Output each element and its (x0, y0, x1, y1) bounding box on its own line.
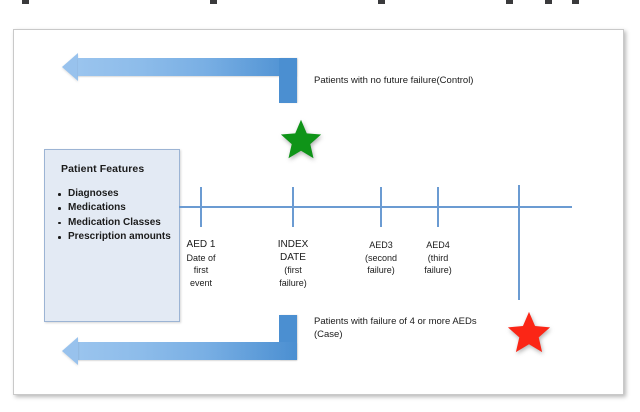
control-arrow-stem (279, 58, 297, 103)
list-item: Medications (58, 201, 192, 215)
control-arrow-caption: Patients with no future failure(Control) (314, 75, 474, 86)
green-star-icon (279, 118, 323, 160)
figure-frame: Patients with no future failure(Control)… (13, 29, 624, 395)
red-star-icon (506, 310, 552, 354)
list-item: Prescription amounts (58, 230, 192, 244)
control-arrow-head (62, 53, 78, 81)
timeline-tick-aed1 (200, 187, 202, 227)
tick-label-index-date: INDEX DATE (first failure) (277, 239, 309, 288)
tick-label-aed4: AED4 (third failure) (424, 240, 452, 275)
timeline-tick-aed4 (437, 187, 439, 227)
case-elbow-arrow (14, 298, 625, 394)
patient-features-list: Diagnoses Medications Medication Classes… (54, 187, 192, 245)
case-arrow-shaft (78, 342, 297, 360)
case-arrow-head (62, 337, 78, 365)
case-caption-line2: (Case) (314, 329, 343, 340)
list-item: Diagnoses (58, 187, 192, 201)
list-item: Medication Classes (58, 216, 192, 230)
control-elbow-arrow (14, 30, 625, 160)
case-arrow-caption: Patients with failure of 4 or more AEDs … (314, 315, 559, 341)
timeline-tick-case-point (518, 185, 520, 300)
control-arrow-shaft (78, 58, 297, 76)
patient-features-box: Patient Features Diagnoses Medications M… (44, 149, 180, 322)
timeline-axis (179, 206, 572, 208)
case-caption-line1: Patients with failure of 4 or more AEDs (314, 316, 477, 327)
timeline-tick-index (292, 187, 294, 227)
tick-label-aed1: AED 1 Date of first event (186, 239, 216, 288)
clipped-text-fragments-strip (0, 0, 640, 8)
tick-label-aed3: AED3 (second failure) (364, 240, 398, 275)
patient-features-title: Patient Features (61, 163, 145, 175)
timeline-tick-aed3 (380, 187, 382, 227)
